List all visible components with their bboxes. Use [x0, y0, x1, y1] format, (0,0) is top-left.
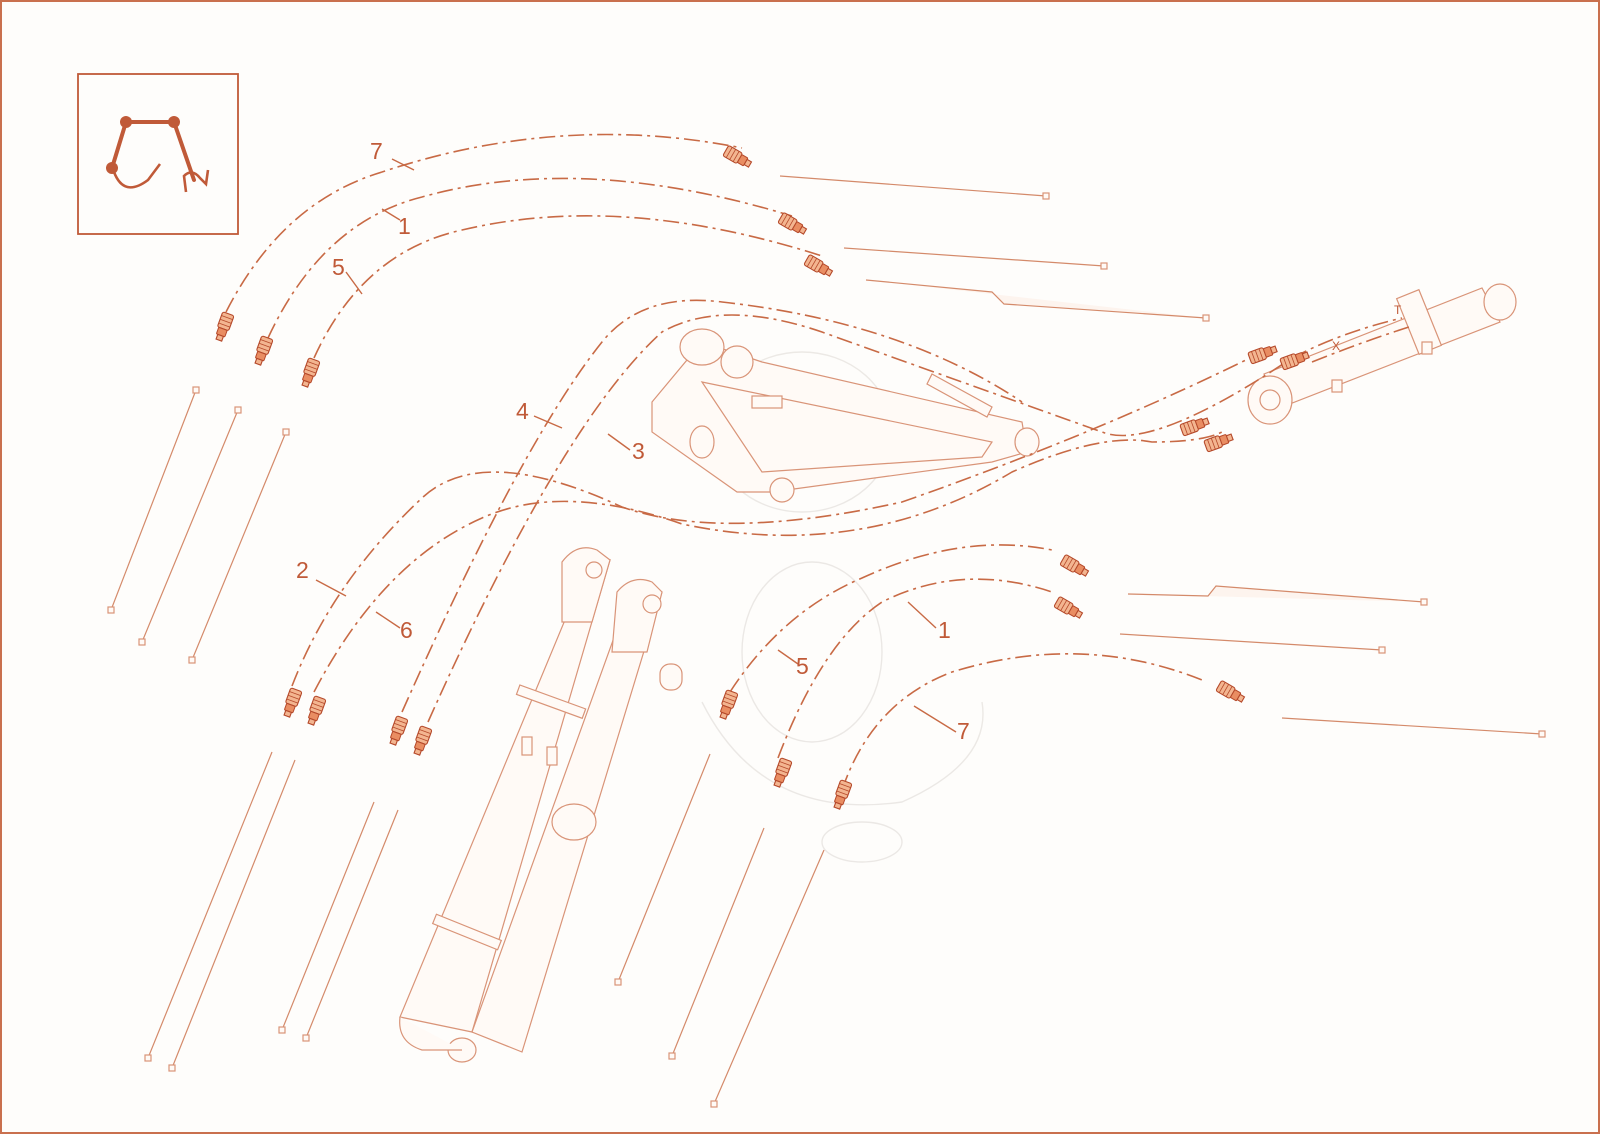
pipe-group-upper-left — [107, 386, 290, 664]
callout-7-upper: 7 — [370, 138, 383, 164]
callout-5-upper: 5 — [332, 254, 345, 280]
boom-part — [399, 547, 683, 1063]
pipe-group-lower-right — [1119, 585, 1546, 738]
leader-lines — [315, 158, 957, 733]
callout-3: 3 — [632, 438, 645, 464]
arm-part — [651, 328, 1040, 503]
port-marker-t: T — [1394, 303, 1402, 317]
callouts: 7 1 5 4 3 2 6 5 1 7 X T — [296, 138, 1402, 744]
callout-1-lower: 1 — [938, 617, 951, 643]
callout-2: 2 — [296, 557, 309, 583]
hose-lines — [225, 133, 1413, 791]
callout-4: 4 — [516, 398, 529, 424]
port-marker-x: X — [1332, 339, 1340, 353]
boom-arm-bucket-icon — [77, 73, 239, 235]
callout-5-lower: 5 — [796, 653, 809, 679]
callout-7-lower: 7 — [957, 718, 970, 744]
callout-6: 6 — [400, 617, 413, 643]
pipe-group-upper-right — [779, 175, 1210, 322]
hydraulic-cylinder-part — [1247, 283, 1517, 425]
pipe-group-lower — [144, 751, 825, 1108]
callout-1-upper: 1 — [398, 213, 411, 239]
